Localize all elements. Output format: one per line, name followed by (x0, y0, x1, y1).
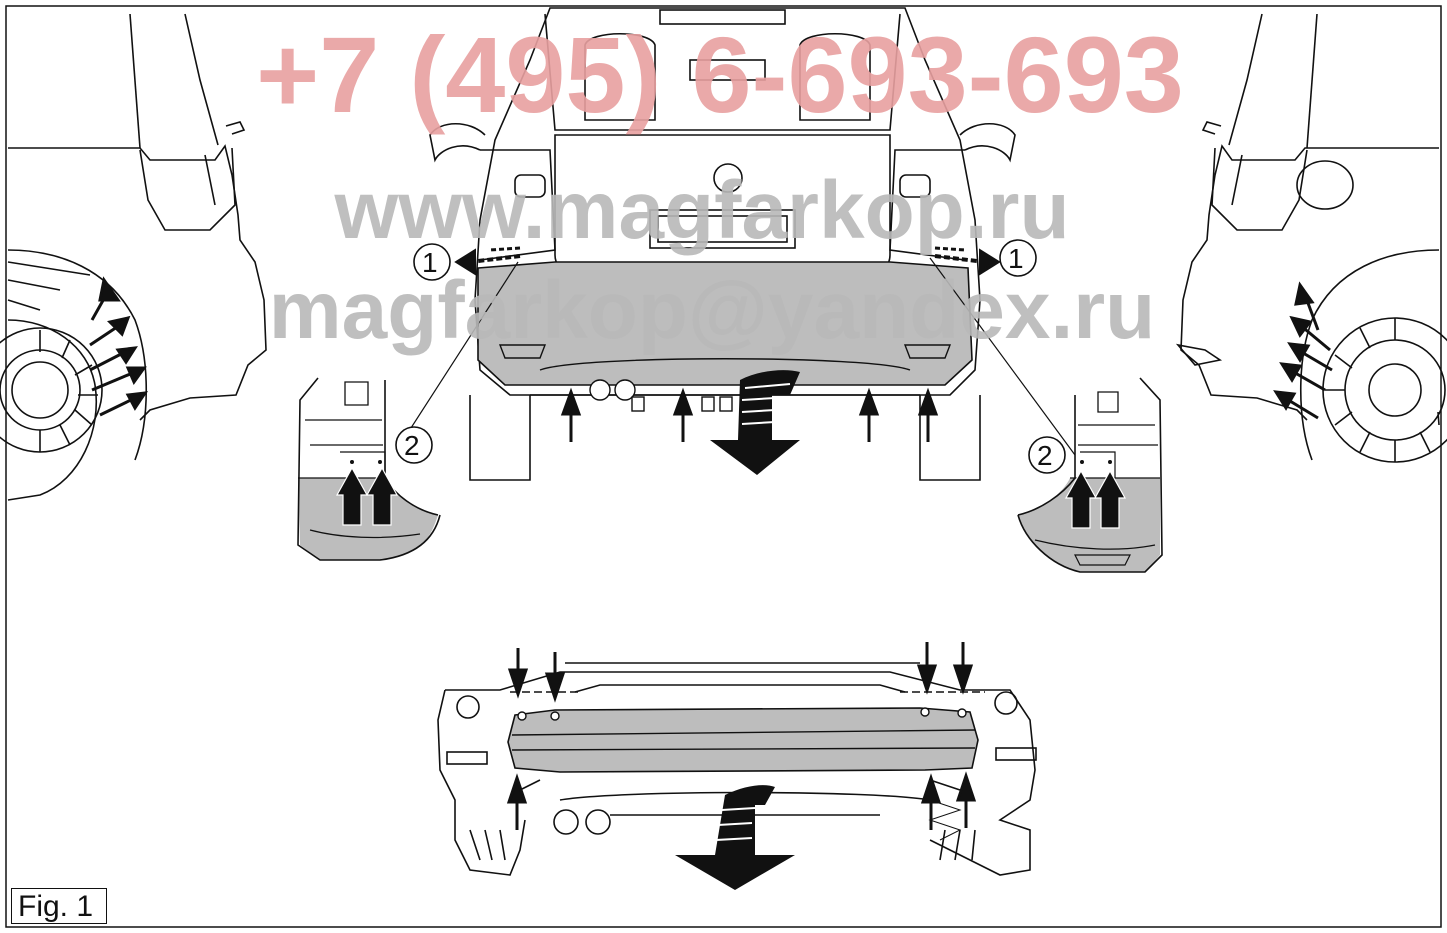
impact-beam (507, 707, 979, 773)
rear-bumper-shaded (477, 261, 973, 386)
callout-2-left: 2 (395, 426, 433, 464)
right-side-arrows (1273, 281, 1333, 420)
left-side-arrows (89, 276, 149, 417)
right-detail-inset (1017, 377, 1163, 573)
figure-border (5, 5, 1442, 928)
figure-label: Fig. 1 (11, 888, 107, 924)
beam-down-arrows (507, 642, 974, 703)
pull-down-arrow (710, 370, 800, 475)
left-side-view (0, 13, 267, 501)
callout-2-right-text: 2 (1037, 440, 1053, 471)
callout-1-left-text: 1 (422, 247, 438, 278)
impact-beam-details (511, 707, 976, 751)
clip-arrows-left (454, 246, 521, 276)
watermark-email: magfarkop@yandex.ru (269, 265, 1156, 356)
callout-1-right-text: 1 (1008, 243, 1024, 274)
bumper-up-arrows (560, 387, 939, 442)
bottom-pull-arrow (675, 785, 795, 890)
callout-1-left: 1 (413, 243, 451, 281)
watermark-phone: +7 (495) 6-693-693 (256, 14, 1184, 135)
callout-1-right: 1 (999, 239, 1037, 277)
watermark-site: www.magfarkop.ru (333, 165, 1069, 256)
callout-2-left-text: 2 (404, 430, 420, 461)
left-detail-inset (297, 377, 441, 561)
leader-line-right (929, 257, 1076, 456)
clip-arrows-right (934, 246, 1001, 276)
callout-2-right: 2 (1028, 436, 1066, 474)
right-side-view (1175, 13, 1447, 463)
rear-bumper-details (498, 344, 952, 412)
watermark: +7 (495) 6-693-693 www.magfarkop.ru magf… (256, 14, 1184, 356)
beam-up-arrows (506, 771, 977, 830)
leader-line-left (399, 261, 519, 446)
